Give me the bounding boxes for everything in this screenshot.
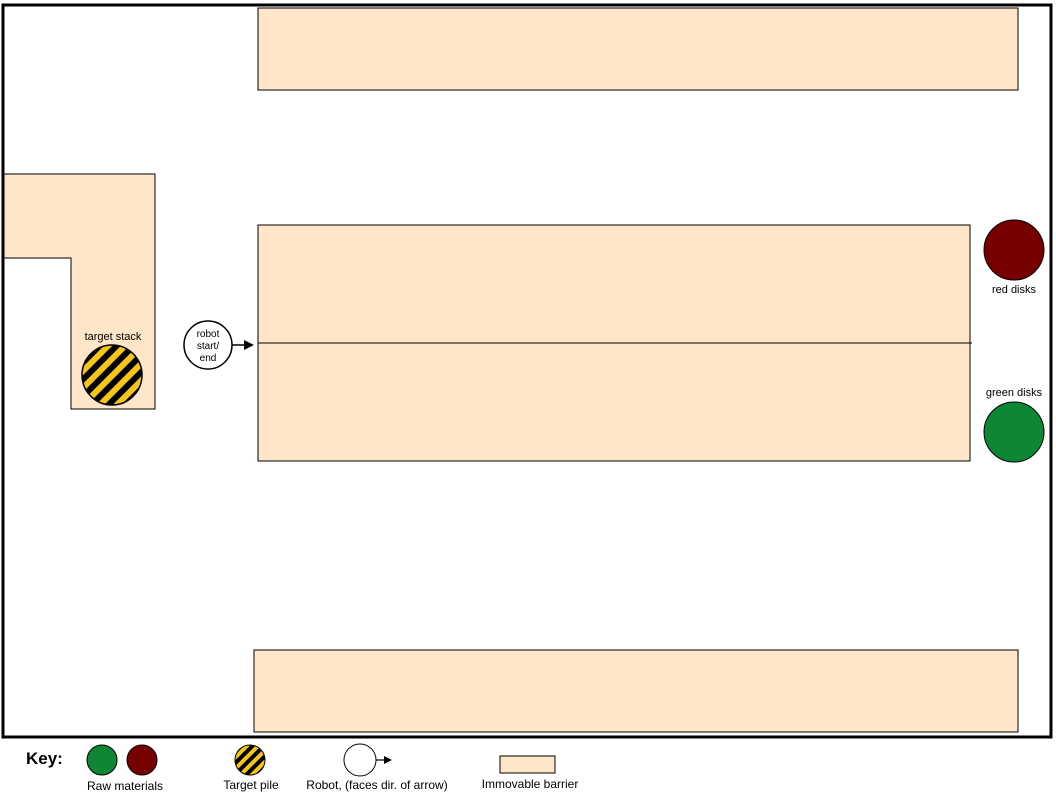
barrier-bottom: [253, 649, 1019, 733]
hazard-stripe-icon: [81, 344, 143, 406]
legend-robot-label: Robot, (faces dir. of arrow): [306, 778, 447, 792]
target-stack-label: target stack: [85, 331, 142, 343]
legend-title: Key:: [26, 749, 63, 768]
green-disk-pile: [983, 401, 1045, 463]
legend-green-disk-icon: [86, 744, 118, 776]
legend-barrier-swatch: [499, 755, 556, 774]
legend-robot-icon: [343, 743, 377, 777]
red-disks-label: red disks: [992, 284, 1037, 296]
legend-target-pile-label: Target pile: [223, 778, 279, 792]
legend-barrier-label: Immovable barrier: [482, 777, 579, 791]
robot-label-line3: end: [200, 353, 217, 364]
barrier-top: [257, 7, 1019, 91]
robot-label-line2: start/: [197, 341, 219, 352]
legend-hazard-stripe-icon: [234, 744, 266, 776]
legend: Key: Raw materials Target pile Robot, (f…: [26, 743, 579, 793]
robot-label-line1: robot: [197, 329, 220, 340]
green-disks-label: green disks: [986, 387, 1043, 399]
legend-red-disk-icon: [126, 744, 158, 776]
red-disk-pile: [983, 219, 1045, 281]
robot-start: robot start/ end: [183, 320, 254, 370]
legend-raw-materials-label: Raw materials: [87, 779, 163, 793]
